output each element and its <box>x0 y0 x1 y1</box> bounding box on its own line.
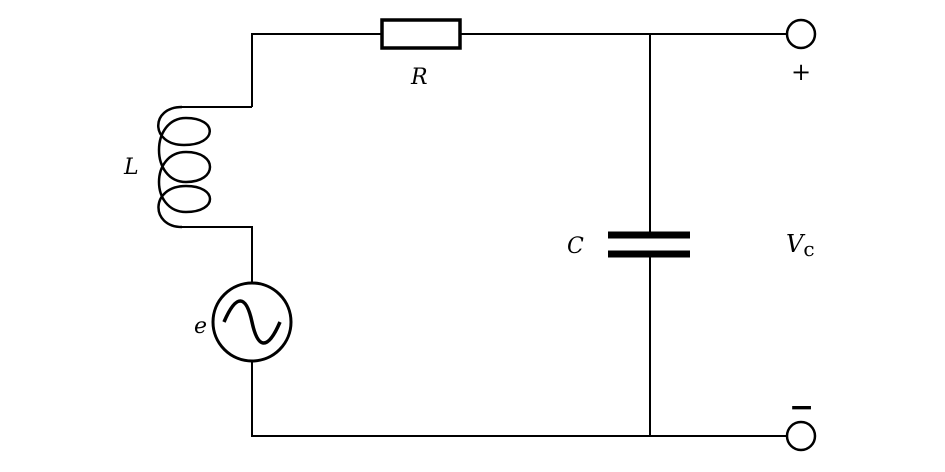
resistor-symbol <box>380 18 462 50</box>
label-capacitor: C <box>567 234 584 259</box>
terminal-plus-circle <box>785 18 817 50</box>
terminal-minus-circle <box>785 420 817 452</box>
wire-source-bottom <box>251 361 786 437</box>
wire-top-left <box>251 33 382 107</box>
label-terminal-plus: + <box>791 58 811 86</box>
ac-source-sine <box>222 299 282 345</box>
label-resistor: R <box>410 65 428 90</box>
inductor-coil <box>157 105 212 229</box>
label-inductor: L <box>123 155 139 180</box>
label-output-voltage-sub: c <box>803 237 814 261</box>
wire-inductor-bottom <box>182 226 253 283</box>
label-output-voltage: Vc <box>786 230 815 261</box>
label-output-voltage-main: V <box>786 230 806 258</box>
label-source: e <box>194 314 207 339</box>
label-terminal-minus: − <box>789 390 814 425</box>
